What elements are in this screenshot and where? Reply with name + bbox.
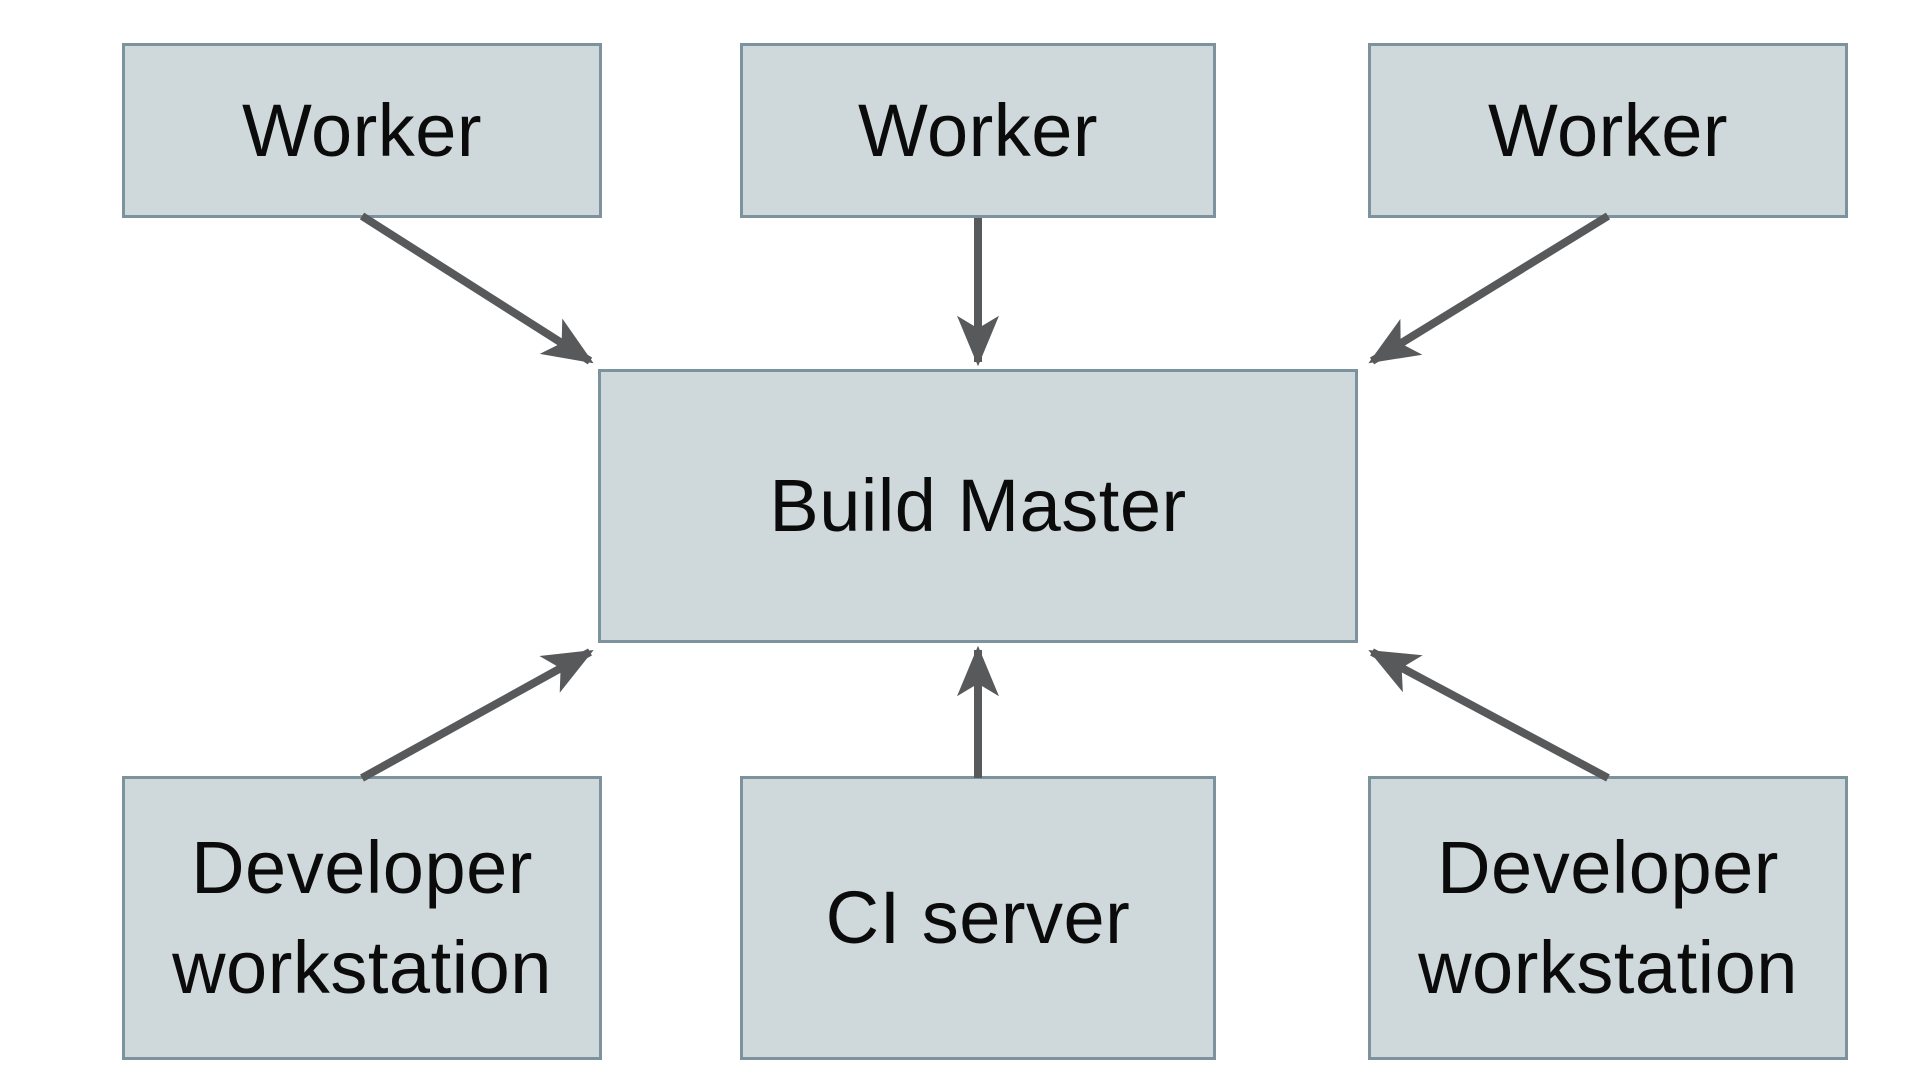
edge-developer-workstation-right-to-build-master <box>1368 648 1610 782</box>
node-developer-workstation-right: Developer workstation <box>1368 776 1848 1060</box>
node-worker-1-label: Worker <box>241 88 483 172</box>
node-build-master-label: Build Master <box>769 464 1187 548</box>
edge-worker-1-to-build-master <box>359 212 594 365</box>
node-ci-server-label: CI server <box>825 876 1131 960</box>
node-worker-2: Worker <box>740 43 1216 218</box>
node-developer-workstation-left: Developer workstation <box>122 776 602 1060</box>
node-developer-workstation-left-label: Developer workstation <box>172 826 552 1009</box>
node-worker-3: Worker <box>1368 43 1848 218</box>
node-worker-1: Worker <box>122 43 602 218</box>
node-developer-workstation-right-label: Developer workstation <box>1418 826 1798 1009</box>
node-worker-2-label: Worker <box>857 88 1099 172</box>
edge-worker-3-to-build-master <box>1368 212 1611 365</box>
edge-developer-workstation-left-to-build-master <box>360 648 594 782</box>
node-worker-3-label: Worker <box>1487 88 1729 172</box>
node-build-master: Build Master <box>598 369 1358 643</box>
node-ci-server: CI server <box>740 776 1216 1060</box>
